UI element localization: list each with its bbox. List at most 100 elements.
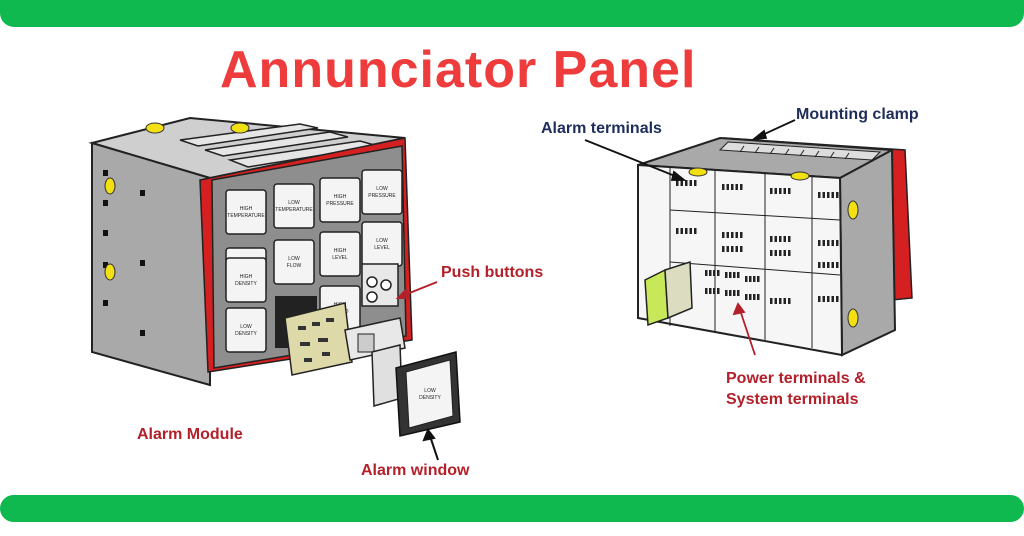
alarm-window-text: LEVEL: [374, 245, 390, 251]
terminal-pin: [735, 184, 738, 190]
terminal-pin: [731, 184, 734, 190]
alarm-window-text: FLOW: [287, 263, 302, 269]
terminal-pin: [783, 236, 786, 242]
terminal-pin: [757, 276, 760, 282]
terminal-pin: [770, 298, 773, 304]
terminal-pin: [685, 180, 688, 186]
terminal-pin: [827, 296, 830, 302]
terminal-pin: [737, 290, 740, 296]
terminal-pin: [783, 298, 786, 304]
alarm-window-text: PRESSURE: [368, 193, 396, 199]
terminal-pin: [737, 272, 740, 278]
terminal-pin: [822, 296, 825, 302]
alarm-window-text: TEMPERATURE: [227, 213, 265, 219]
terminal-pin: [831, 192, 834, 198]
svg-text:LOW: LOW: [424, 388, 436, 394]
terminal-pin: [731, 246, 734, 252]
alarm-module-drawing: LOW DENSITY: [284, 302, 461, 437]
terminal-pin: [818, 262, 821, 268]
terminal-pin: [788, 188, 791, 194]
alarm-window-text: HIGH: [334, 194, 347, 200]
terminal-pin: [770, 250, 773, 256]
alarm-window-text: DENSITY: [235, 331, 257, 337]
terminal-pin: [740, 232, 743, 238]
terminal-pin: [705, 270, 708, 276]
terminal-pin: [779, 298, 782, 304]
terminal-pin: [717, 270, 720, 276]
terminal-pin: [726, 246, 729, 252]
label-alarm-window: Alarm window: [361, 462, 470, 479]
terminal-pin: [770, 236, 773, 242]
terminal-pin: [831, 296, 834, 302]
terminal-pin: [836, 296, 839, 302]
terminal-pin: [676, 228, 679, 234]
terminal-pin: [722, 184, 725, 190]
alarm-window-text: HIGH: [240, 206, 253, 212]
alarm-window-text: LEVEL: [332, 255, 348, 261]
terminal-pin: [680, 228, 683, 234]
terminal-pin: [783, 250, 786, 256]
terminal-pin: [705, 288, 708, 294]
terminal-pin: [733, 290, 736, 296]
terminal-pin: [818, 192, 821, 198]
alarm-window-text: HIGH: [334, 248, 347, 254]
terminal-pin: [749, 294, 752, 300]
terminal-pin: [774, 236, 777, 242]
terminal-pin: [685, 228, 688, 234]
terminal-pin: [725, 272, 728, 278]
front-panel-drawing: HIGHTEMPERATURELOWTEMPERATUREHIGHPRESSUR…: [88, 116, 461, 437]
alarm-window-text: LOW: [288, 200, 300, 206]
terminal-pin: [779, 236, 782, 242]
terminal-pin: [818, 296, 821, 302]
terminal-pin: [770, 188, 773, 194]
terminal-pin: [788, 236, 791, 242]
top-green-band: [0, 0, 1024, 27]
label-alarm-module: Alarm Module: [137, 426, 243, 443]
terminal-pin: [680, 180, 683, 186]
terminal-pin: [726, 184, 729, 190]
terminal-pin: [779, 188, 782, 194]
terminal-pin: [740, 246, 743, 252]
terminal-pin: [831, 262, 834, 268]
terminal-pin: [836, 192, 839, 198]
label-power-terminals: Power terminals &: [726, 370, 866, 387]
terminal-pin: [713, 270, 716, 276]
bottom-green-band: [0, 495, 1024, 522]
terminal-pin: [745, 294, 748, 300]
terminal-pin: [836, 240, 839, 246]
terminal-pin: [757, 294, 760, 300]
terminal-pin: [827, 262, 830, 268]
terminal-pin: [729, 290, 732, 296]
terminal-pin: [689, 180, 692, 186]
label-mounting-clamp: Mounting clamp: [796, 106, 919, 123]
terminal-pin: [733, 272, 736, 278]
label-alarm-terminals: Alarm terminals: [541, 120, 662, 137]
terminal-pin: [749, 276, 752, 282]
terminal-pin: [689, 228, 692, 234]
label-push-buttons: Push buttons: [441, 264, 544, 281]
terminal-pin: [822, 192, 825, 198]
terminal-pin: [735, 232, 738, 238]
terminal-pin: [726, 232, 729, 238]
terminal-pin: [822, 262, 825, 268]
terminal-pin: [722, 246, 725, 252]
terminal-pin: [831, 240, 834, 246]
terminal-pin: [774, 250, 777, 256]
alarm-window-text: PRESSURE: [326, 201, 354, 207]
terminal-pin: [745, 276, 748, 282]
terminal-pin: [676, 180, 679, 186]
terminal-pin: [753, 294, 756, 300]
terminal-pin: [694, 228, 697, 234]
terminal-pin: [822, 240, 825, 246]
terminal-pin: [779, 250, 782, 256]
svg-text:DENSITY: DENSITY: [419, 395, 441, 401]
terminal-pin: [753, 276, 756, 282]
alarm-window-text: LOW: [376, 238, 388, 244]
